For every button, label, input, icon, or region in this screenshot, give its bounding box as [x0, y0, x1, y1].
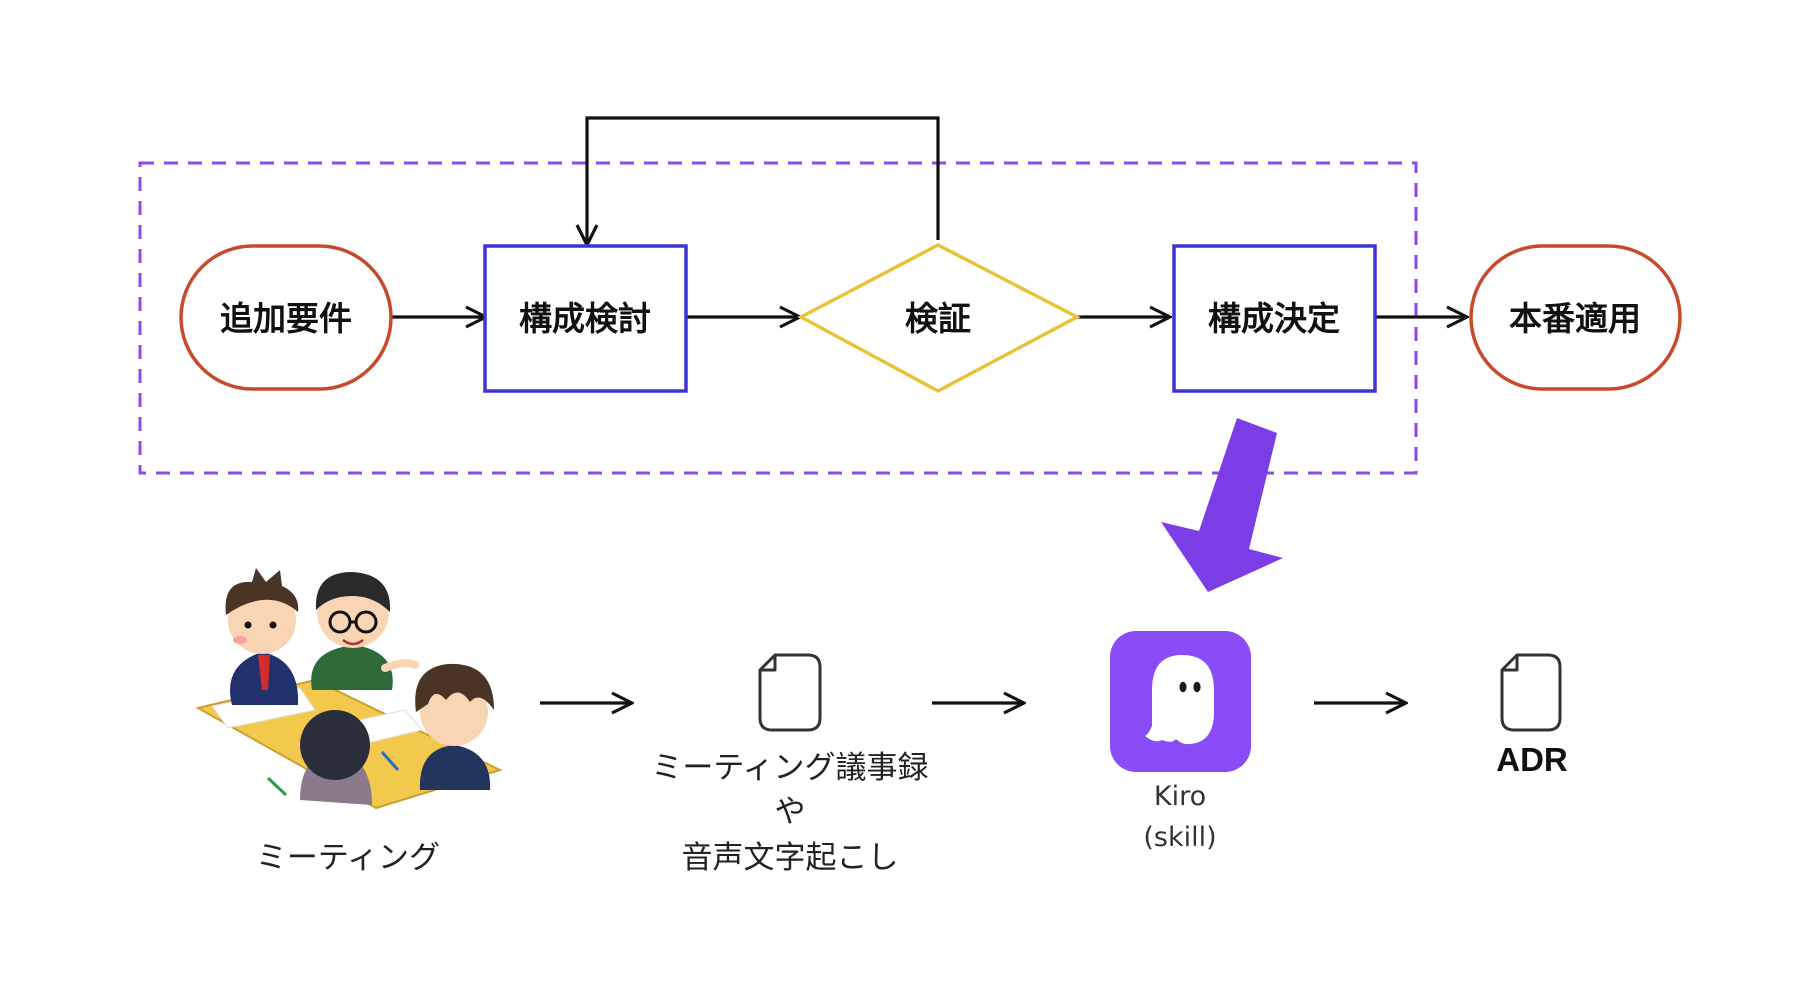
kiro-app-icon	[1110, 631, 1251, 772]
node-design: 構成検討	[483, 244, 688, 393]
minutes-label-line1: ミーティング議事録	[651, 750, 928, 786]
edge-verify-to-design-loop	[587, 116, 940, 245]
node-decide: 構成決定	[1172, 244, 1377, 393]
minutes-document-icon	[758, 653, 822, 732]
node-deploy-label: 本番適用	[1509, 299, 1641, 338]
big-down-arrow-icon	[1161, 418, 1283, 592]
kiro-label: Kiro	[1154, 781, 1206, 812]
minutes-label-line2: や	[775, 794, 806, 830]
kiro-sublabel: (skill)	[1143, 822, 1216, 853]
node-start: 追加要件	[179, 244, 393, 391]
node-verify-label: 検証	[905, 299, 971, 338]
node-decide-label: 構成決定	[1208, 299, 1340, 338]
meeting-label: ミーティング	[256, 840, 440, 876]
node-design-label: 構成検討	[519, 299, 651, 338]
node-deploy: 本番適用	[1469, 244, 1682, 391]
minutes-label-line3: 音声文字起こし	[682, 840, 899, 876]
adr-document-icon	[1500, 653, 1562, 732]
node-start-label: 追加要件	[220, 299, 352, 338]
group-boundary	[138, 161, 1418, 475]
meeting-illustration	[195, 568, 503, 810]
adr-label: ADR	[1496, 741, 1568, 778]
node-verify: 検証	[797, 243, 1081, 393]
